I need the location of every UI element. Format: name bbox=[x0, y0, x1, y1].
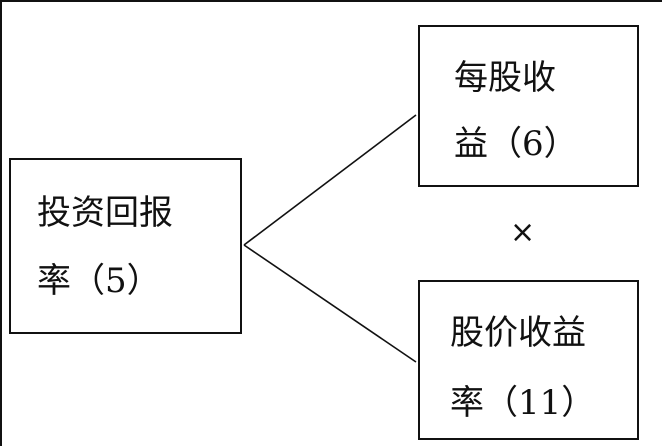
node-pe-label-line2: 率（11） bbox=[450, 383, 596, 423]
node-eps-label-line2: 益（6） bbox=[454, 124, 578, 164]
node-pe-label-line1: 股价收益 bbox=[450, 313, 586, 353]
node-earnings-per-share: 每股收 益（6） bbox=[418, 25, 639, 187]
node-roi-label-line2: 率（5） bbox=[37, 261, 161, 301]
edge-roi-to-pe bbox=[243, 244, 417, 363]
node-return-on-investment: 投资回报 率（5） bbox=[9, 158, 242, 334]
node-price-earnings-ratio: 股价收益 率（11） bbox=[418, 280, 639, 440]
node-eps-label-line1: 每股收 bbox=[454, 58, 556, 98]
edge-roi-to-eps bbox=[243, 114, 417, 246]
node-roi-label-line1: 投资回报 bbox=[37, 193, 173, 233]
multiply-operator: × bbox=[510, 215, 536, 250]
